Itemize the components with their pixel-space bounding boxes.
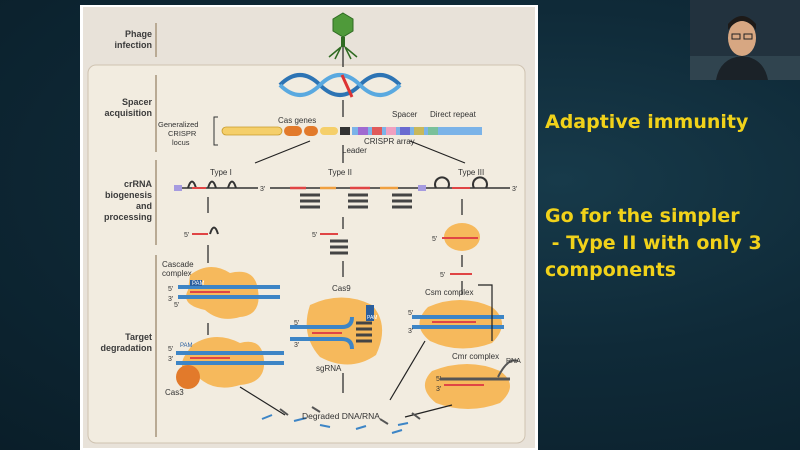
degraded-label: Degraded DNA/RNA [302, 411, 380, 421]
cas-genes-label: Cas genes [278, 116, 316, 125]
cascade-5prime: 5' [168, 286, 173, 293]
row-label-target: Target [125, 332, 152, 342]
presenter-avatar-icon [690, 0, 800, 80]
degraded-fragments [261, 406, 421, 434]
cas-gene-bar [221, 126, 283, 136]
cas3-complex [176, 336, 284, 389]
row-label-crrna: crRNA [124, 179, 153, 189]
rna-label: RNA [506, 358, 521, 365]
cas9-complex [290, 297, 383, 365]
cascade-label: Cascade [162, 260, 194, 269]
crispr-array [352, 127, 482, 135]
crispr-array-label: CRISPR array [364, 137, 415, 146]
row-label-spacer: Spacer [122, 97, 153, 107]
dna-helix-icon [278, 73, 402, 98]
csm-3prime: 3' [408, 328, 413, 335]
type-3-5prime: 5' [432, 236, 437, 243]
type-1-3prime: 3' [260, 186, 265, 193]
locus-generalized-label: Generalized [158, 120, 198, 129]
row-label-phage: Phage [125, 29, 152, 39]
cascade-complex [178, 266, 280, 319]
spacer-label: Spacer [392, 110, 418, 119]
cas3-3prime: 3' [168, 356, 173, 363]
bullet-type-ii: - Type II with only 3 [545, 232, 762, 254]
cas3-5prime: 5' [168, 346, 173, 353]
type-3-label: Type III [458, 168, 484, 177]
type-2-5prime: 5' [312, 232, 317, 239]
cascade-inner-5prime: 5' [174, 302, 179, 309]
type-3-precrrna [418, 176, 510, 191]
cas9-label: Cas9 [332, 284, 351, 293]
presenter-webcam [690, 0, 800, 80]
bullet-components: components [545, 259, 677, 281]
phage-icon [328, 12, 358, 60]
type-3-3prime: 3' [512, 186, 517, 193]
type-1-label: Type I [210, 168, 232, 177]
bullet-simpler: Go for the simpler [545, 205, 740, 227]
cmr-complex [424, 359, 519, 409]
leader-label: Leader [342, 146, 367, 155]
sgrna-label: sgRNA [316, 364, 342, 373]
type-1-5prime: 5' [184, 232, 189, 239]
csm-5prime: 5' [408, 310, 413, 317]
type-2-label: Type II [328, 168, 352, 177]
cas9-3prime: 3' [294, 342, 299, 349]
cas9-pam-label: PAM [367, 315, 377, 321]
type-3-mature-5prime: 5' [440, 272, 445, 279]
cmr-label: Cmr complex [452, 352, 499, 361]
cascade-3prime: 3' [168, 296, 173, 303]
type-1-precrrna [174, 180, 258, 191]
heading-adaptive-immunity: Adaptive immunity [545, 111, 749, 133]
cas3-label: Cas3 [165, 388, 184, 397]
csm-complex [412, 300, 504, 349]
cas9-5prime: 5' [294, 320, 299, 327]
cmr-5prime: 5' [436, 376, 441, 383]
direct-repeat-label: Direct repeat [430, 110, 477, 119]
cmr-3prime: 3' [436, 386, 441, 393]
type-2-precrrna [270, 186, 425, 209]
cas3-pam-label: PAM [180, 343, 193, 349]
csm-label: Csm complex [425, 288, 473, 297]
cascade-pam-label: PAM [192, 281, 205, 287]
